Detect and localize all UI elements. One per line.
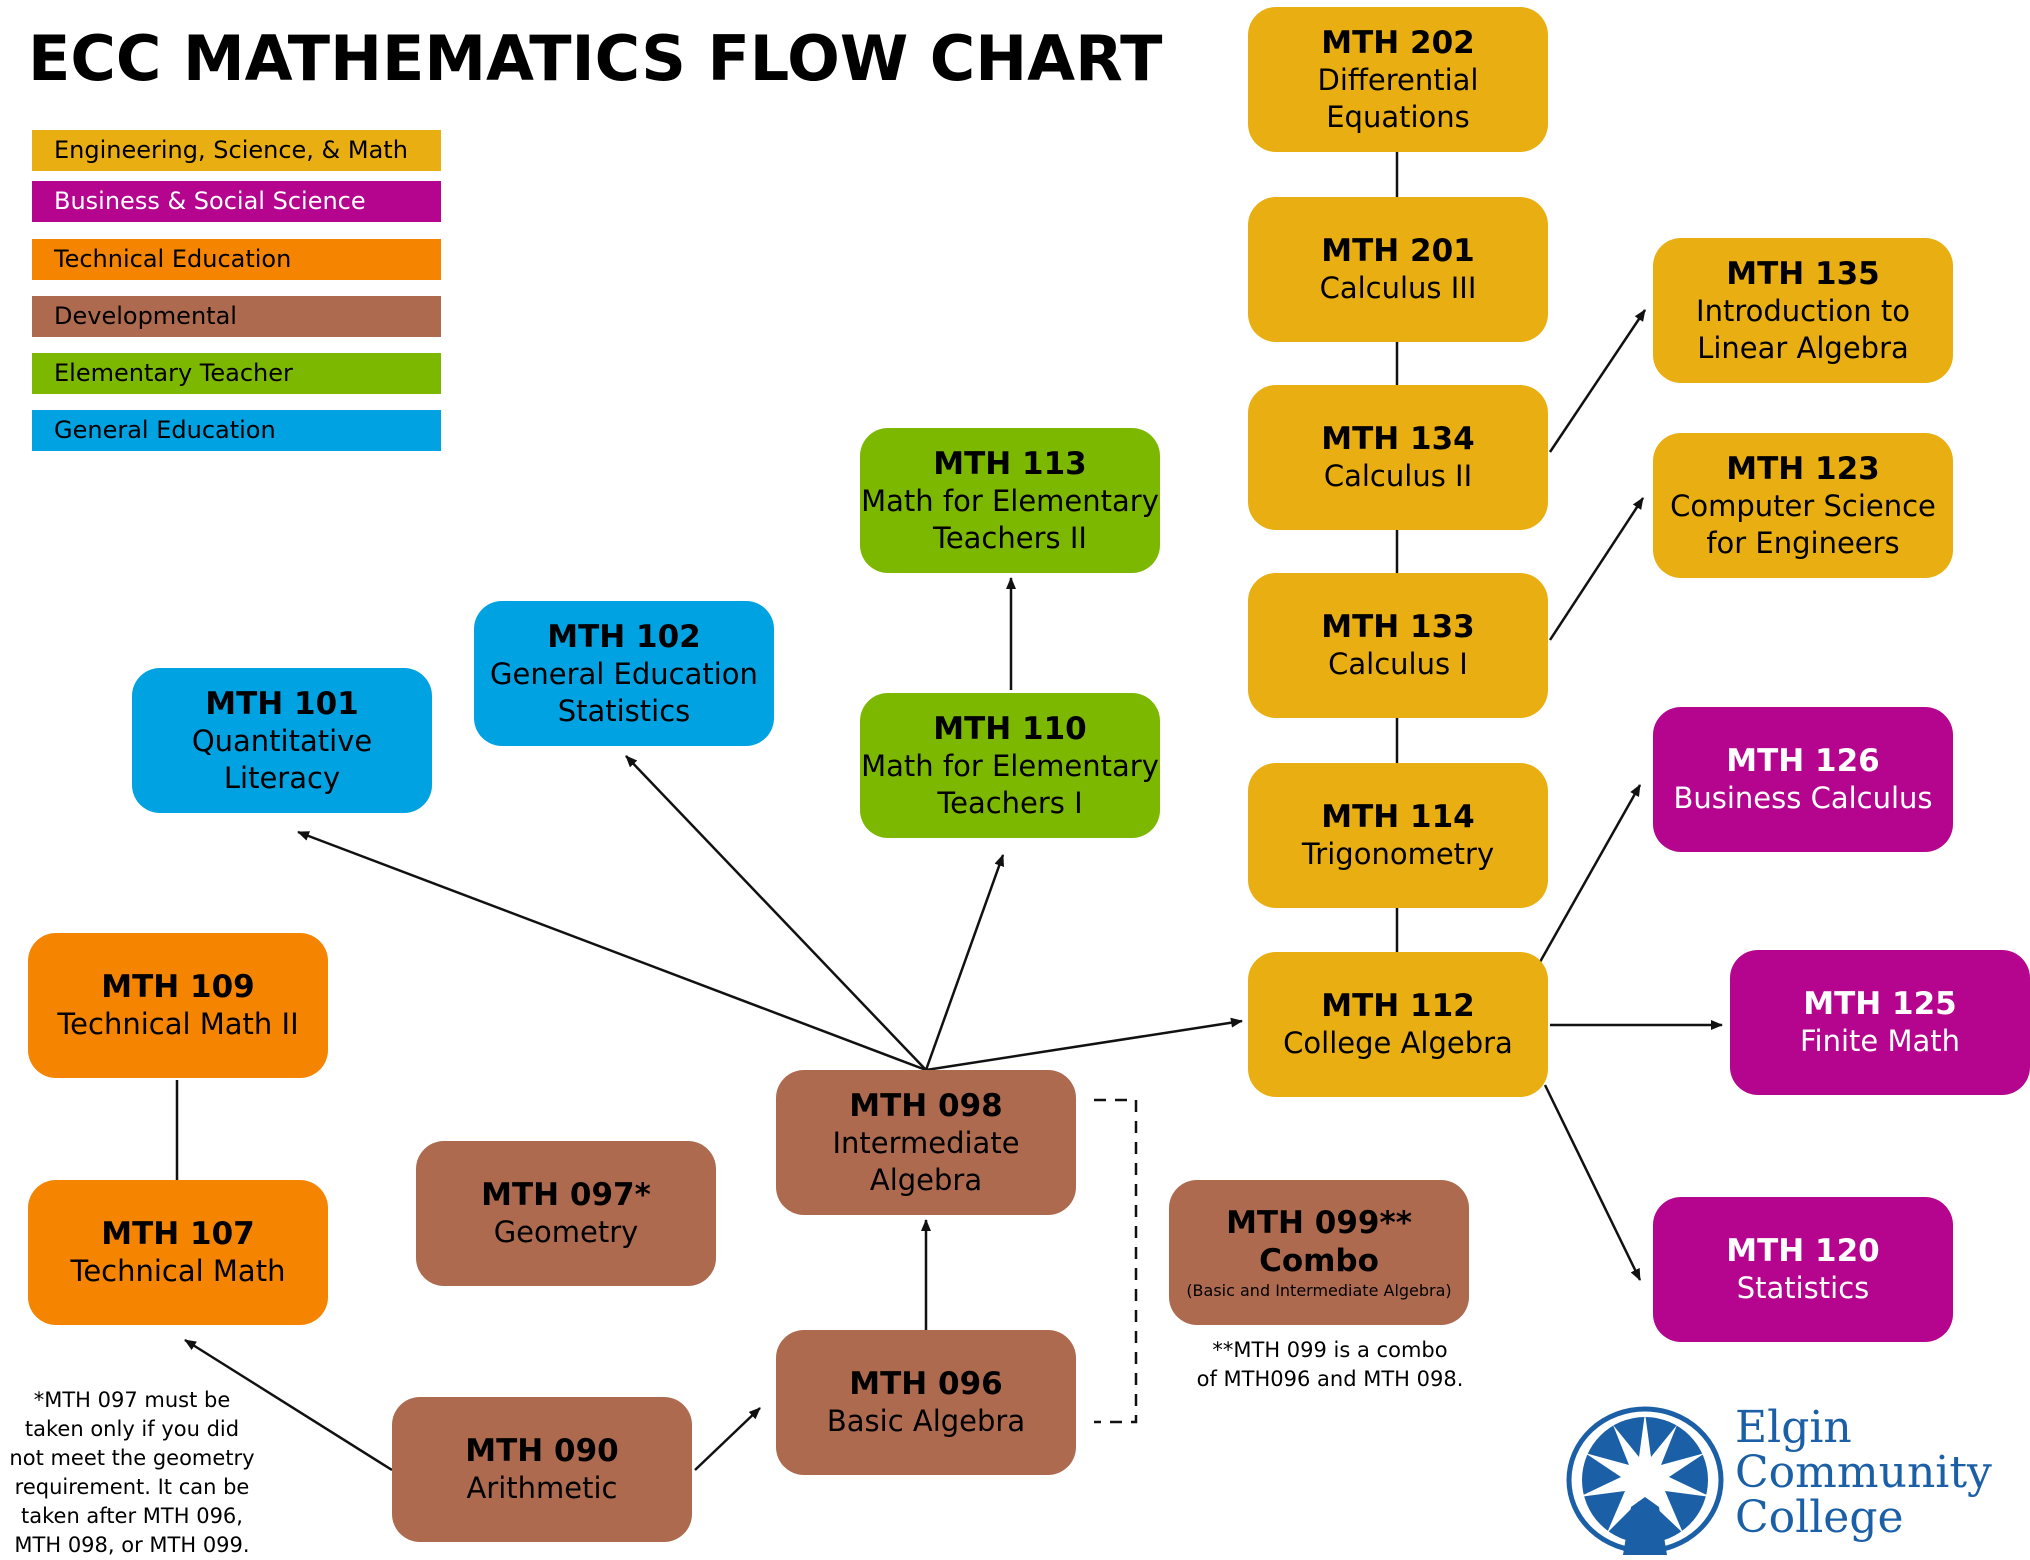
legend-label: Technical Education (54, 245, 292, 273)
course-box-mth098[interactable]: MTH 098 Intermediate Algebra (776, 1070, 1076, 1215)
course-code: MTH 123 (1726, 450, 1880, 487)
course-code: MTH 098 (849, 1087, 1003, 1124)
course-box-mth102[interactable]: MTH 102 General Education Statistics (474, 601, 774, 746)
course-box-mth120[interactable]: MTH 120 Statistics (1653, 1197, 1953, 1342)
course-box-mth113[interactable]: MTH 113 Math for Elementary Teachers II (860, 428, 1160, 573)
course-box-mth114[interactable]: MTH 114 Trigonometry (1248, 763, 1548, 908)
course-code: MTH 099** (1226, 1204, 1412, 1241)
course-title: Intermediate Algebra (832, 1125, 1020, 1197)
course-box-mth090[interactable]: MTH 090 Arithmetic (392, 1397, 692, 1542)
arrow-112-126 (1538, 784, 1642, 963)
legend-label: General Education (54, 416, 276, 444)
course-title: Computer Science for Engineers (1670, 488, 1936, 560)
course-title: Math for Elementary Teachers I (861, 748, 1159, 820)
legend-label: Business & Social Science (54, 187, 366, 215)
legend-item-developmental: Developmental (32, 296, 441, 337)
course-box-mth112[interactable]: MTH 112 College Algebra (1248, 952, 1548, 1097)
course-title: Combo (1259, 1242, 1379, 1279)
course-box-mth125[interactable]: MTH 125 Finite Math (1730, 950, 2030, 1095)
course-code: MTH 114 (1321, 799, 1475, 835)
course-box-mth134[interactable]: MTH 134 Calculus II (1248, 385, 1548, 530)
course-box-mth097[interactable]: MTH 097* Geometry (416, 1141, 716, 1286)
course-box-mth126[interactable]: MTH 126 Business Calculus (1653, 707, 1953, 852)
course-title: General Education Statistics (490, 656, 758, 728)
course-title: Calculus II (1323, 459, 1473, 493)
legend-label: Developmental (54, 302, 237, 330)
dashed-bracket-combo (1094, 1098, 1138, 1424)
arrow-112-120 (1543, 1084, 1642, 1281)
logo-text: Elgin Community College (1735, 1402, 1992, 1543)
arrow-090-107 (184, 1338, 393, 1472)
course-box-mth101[interactable]: MTH 101 Quantitative Literacy (132, 668, 432, 813)
course-code: MTH 202 (1321, 24, 1475, 61)
course-code: MTH 135 (1726, 255, 1880, 292)
course-box-mth099[interactable]: MTH 099** Combo (Basic and Intermediate … (1169, 1180, 1469, 1325)
course-code: MTH 101 (205, 685, 359, 722)
legend-label: Engineering, Science, & Math (54, 136, 408, 164)
course-title: Basic Algebra (826, 1404, 1026, 1438)
arrow-133-123 (1548, 497, 1645, 641)
legend-item-engineering: Engineering, Science, & Math (32, 130, 441, 171)
course-code: MTH 107 (101, 1216, 255, 1252)
course-title: Technical Math II (57, 1007, 299, 1041)
course-code: MTH 134 (1321, 421, 1475, 457)
course-code: MTH 090 (465, 1433, 619, 1469)
course-title: College Algebra (1283, 1026, 1513, 1060)
course-title: Trigonometry (1301, 837, 1495, 871)
course-box-mth110[interactable]: MTH 110 Math for Elementary Teachers I (860, 693, 1160, 838)
course-title: Business Calculus (1673, 781, 1933, 815)
ecc-starburst-logo-icon (1566, 1406, 1724, 1555)
arrow-090-096 (694, 1407, 761, 1471)
course-code: MTH 110 (933, 710, 1087, 747)
page-title: ECC MATHEMATICS FLOW CHART (28, 22, 1163, 95)
legend-item-business: Business & Social Science (32, 181, 441, 222)
course-box-mth096[interactable]: MTH 096 Basic Algebra (776, 1330, 1076, 1475)
mth099-footnote: **MTH 099 is a combo of MTH096 and MTH 0… (1196, 1338, 1464, 1391)
course-title: Geometry (493, 1215, 639, 1249)
course-box-mth123[interactable]: MTH 123 Computer Science for Engineers (1653, 433, 1953, 578)
course-box-mth202[interactable]: MTH 202 Differential Equations (1248, 7, 1548, 152)
course-title: Differential Equations (1317, 62, 1479, 134)
course-box-mth107[interactable]: MTH 107 Technical Math (28, 1180, 328, 1325)
course-box-mth201[interactable]: MTH 201 Calculus III (1248, 197, 1548, 342)
course-title: Calculus III (1319, 271, 1477, 305)
course-code: MTH 201 (1321, 233, 1475, 269)
arrow-098-112 (925, 1017, 1243, 1072)
course-code: MTH 102 (547, 618, 701, 655)
legend-label: Elementary Teacher (54, 359, 293, 387)
course-code: MTH 096 (849, 1366, 1003, 1402)
course-code: MTH 112 (1321, 988, 1475, 1024)
course-box-mth109[interactable]: MTH 109 Technical Math II (28, 933, 328, 1078)
course-box-mth135[interactable]: MTH 135 Introduction to Linear Algebra (1653, 238, 1953, 383)
arrow-134-135 (1548, 309, 1647, 453)
course-title: Arithmetic (466, 1471, 618, 1505)
course-code: MTH 126 (1726, 743, 1880, 779)
legend-item-technical: Technical Education (32, 239, 441, 280)
course-code: MTH 125 (1803, 986, 1957, 1022)
course-code: MTH 113 (933, 445, 1087, 482)
legend-item-elementary: Elementary Teacher (32, 353, 441, 394)
course-code: MTH 097* (481, 1177, 651, 1213)
course-code: MTH 109 (101, 969, 255, 1005)
arrow-098-101 (297, 830, 927, 1072)
course-box-mth133[interactable]: MTH 133 Calculus I (1248, 573, 1548, 718)
course-title: Statistics (1736, 1271, 1870, 1305)
course-subtitle: (Basic and Intermediate Algebra) (1186, 1280, 1452, 1300)
arrow-098-110 (924, 854, 1005, 1071)
course-title: Finite Math (1799, 1024, 1961, 1058)
arrow-098-102 (625, 755, 927, 1071)
legend-item-general: General Education (32, 410, 441, 451)
mth097-footnote: *MTH 097 must be taken only if you did n… (9, 1388, 255, 1557)
course-title: Quantitative Literacy (191, 723, 373, 795)
course-code: MTH 133 (1321, 609, 1475, 645)
course-title: Calculus I (1328, 647, 1468, 681)
course-title: Introduction to Linear Algebra (1696, 293, 1910, 365)
course-code: MTH 120 (1726, 1233, 1880, 1269)
course-title: Technical Math (70, 1254, 286, 1288)
course-title: Math for Elementary Teachers II (861, 483, 1159, 555)
